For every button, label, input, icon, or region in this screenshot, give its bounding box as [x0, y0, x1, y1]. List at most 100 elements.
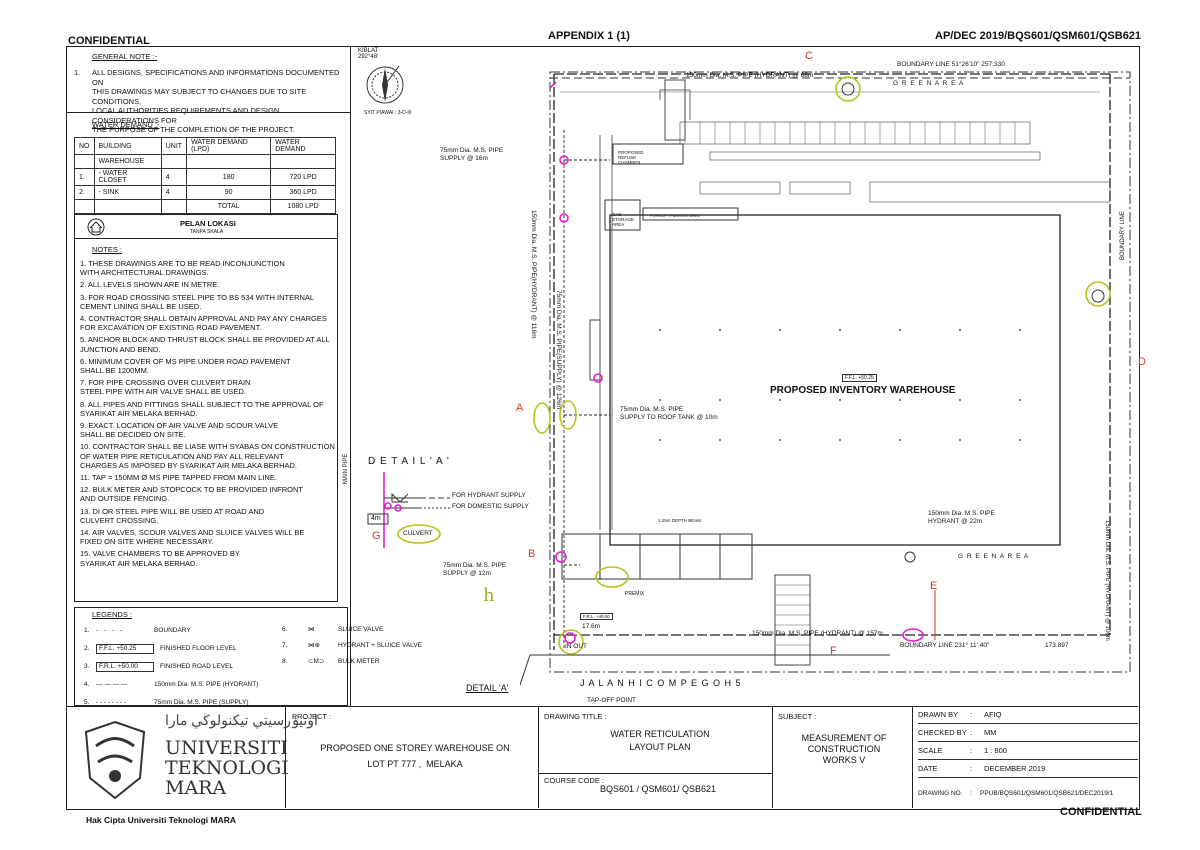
bottom-length: 173.897 [1045, 642, 1069, 649]
warehouse-ffl: F.F.L. +50.25 [842, 374, 877, 382]
water-demand-title: WATER DEMAND :- [92, 120, 160, 129]
divider [538, 773, 772, 774]
boundary-bottom-label: BOUNDARY LINE 231° 11' 40" [900, 642, 990, 649]
reference-code: AP/DEC 2019/BQS601/QSM601/QSB621 [935, 30, 1142, 42]
note-line: 12. BULK METER AND STOPCOCK TO BE PROVID… [80, 485, 303, 495]
title-block-col [285, 706, 286, 808]
note-line: SHALL BE 1200mm. [80, 366, 149, 376]
table-row: WAREHOUSE [74, 154, 336, 169]
note-line: FOR EXCAVATION OF EXISTING ROAD PAVEMENT… [80, 323, 262, 333]
subject-label: SUBJECT : [778, 712, 817, 721]
annotation-f: F [830, 645, 837, 657]
general-note-body: ALL DESIGNS, SPECIFICATIONS AND INFORMAT… [92, 68, 340, 134]
note-line: 5. ANCHOR BLOCK AND THRUST BLOCK SHALL B… [80, 335, 330, 345]
note-line: 3. FOR ROAD CROSSING STEEL PIPE TO BS 53… [80, 292, 315, 302]
note-line: JUNCTION AND BEND. [80, 344, 161, 354]
drawing-info: DRAWN BY:AFIQ CHECKED BY:MM SCALE:1 : 80… [918, 706, 1138, 808]
note-line: 11. TAP = 150mm Ø MS PIPE TAPPED FROM MA… [80, 473, 277, 483]
legends-title: LEGENDS : [92, 610, 133, 619]
refuse-chamber-label: PROPOSED REFUSE CHAMBER [618, 150, 644, 165]
dimension-17: 17.6m [582, 623, 601, 630]
detail-a-title: D E T A I L ' A ' [368, 456, 450, 467]
note-line: CEMENT LINING SHALL BE USED. [80, 301, 202, 311]
in-out-label: IN OUT [565, 643, 588, 650]
note-line: 8. ALL PIPES AND FITTINGS SHALL SUBJECT … [80, 399, 324, 409]
title-block-col [538, 706, 539, 808]
legends-box [74, 607, 348, 706]
hydrant-valve-icon: ⋈⊕ [308, 642, 320, 649]
annotation-a: A [516, 402, 524, 414]
right-pipe-label: 150mm Dia. M.S. PIPE (HYDRANT) @ 106m [1104, 520, 1110, 641]
title-block-col [912, 706, 913, 808]
pipe-top-label: 150mm Dia. M.S. PIPE (HYDRANT) @ 88m [686, 72, 814, 79]
left-pipe2-label: 75mm Dia. M.S. PIPE(SUPPLY) @ 126m [555, 290, 562, 410]
note-line: 2. ALL LEVELS SHOWN ARE IN METRE. [80, 280, 220, 290]
frl-label: F.R.L. +49.00 [580, 613, 613, 620]
premix-label: PREMIX [625, 591, 645, 597]
confidential-top: CONFIDENTIAL [68, 35, 150, 47]
note-line: 7. FOR PIPE CROSSING OVER CULVERT DRAIN [80, 378, 251, 388]
note-line: 4. CONTRACTOR SHALL OBTAIN APPROVAL AND … [80, 314, 327, 324]
course-code-label: COURSE CODE : [544, 776, 605, 785]
detail-main-pipe: MAIN PIPE [343, 453, 349, 484]
green-area-bottom: G R E E N A R E A [958, 553, 1030, 560]
subject-name: MEASUREMENT OF CONSTRUCTION WORKS V [801, 733, 887, 765]
annotation-e: E [930, 580, 938, 592]
general-note-number: 1. [74, 68, 81, 77]
detail-a-diagram [367, 472, 450, 548]
course-code: BQS601 / QSM601/ QSB621 [600, 784, 717, 794]
copyright: Hak Cipta Universiti Teknologi MARA [86, 815, 237, 825]
note-line: 14. AIR VALVES, SCOUR VALVES AND SLUICE … [80, 528, 305, 538]
drawing-title-label: DRAWING TITLE : [544, 712, 607, 721]
title-block-divider [66, 706, 1138, 707]
note-line: 15. VALVE CHAMBERS TO BE APPROVED BY [80, 549, 240, 559]
note-line: SHALL BE DECIDED ON SITE. [80, 430, 186, 440]
detail-a-reference: DETAIL 'A' [466, 683, 509, 693]
site-plan [520, 71, 1131, 686]
forklift-label: FORKLIFT PARKING AREA [650, 213, 700, 218]
roof-tank-label: 75mm Dia. M.S. PIPE SUPPLY TO ROOF TANK … [620, 406, 718, 421]
project-name: PROPOSED ONE STOREY WAREHOUSE ON LOT PT … [320, 743, 510, 769]
depth-beam-label: 1.25m DEPTH BEAM [658, 518, 702, 523]
notes-box [74, 214, 338, 602]
detail-domestic-label: FOR DOMESTIC SUPPLY [452, 503, 529, 510]
left-pipe-label: 150mm Dia. M.S. PIPE(HYDRANT) @ 116m [530, 210, 537, 339]
note-line: 13. DI OR STEEL PIPE WILL BE USED AT ROA… [80, 506, 265, 516]
drawing-title: WATER RETICULATION LAYOUT PLAN [610, 729, 710, 752]
note-line: SYARIKAT AIR MELAKA BERHAD. [80, 408, 198, 418]
note-line: CULVERT CROSSING. [80, 515, 159, 525]
note-line: FIXED ON SITE WHERE NECESSARY. [80, 537, 214, 547]
supply-12-label: 75mm Dia. M.S. PIPE SUPPLY @ 12m [443, 562, 507, 577]
appendix-label: APPENDIX 1 (1) [548, 30, 630, 42]
note-line: 9. EXACT. LOCATION OF AIR VALVE AND SCOU… [80, 421, 279, 431]
annotation-g: G [372, 530, 381, 542]
note-line: OF WATER PIPE RETICULATION AND PAY ALL R… [80, 451, 284, 461]
legends-right: 6.⋈SLUICE VALVE 7.⋈⊕HYDRANT + SLUICE VAL… [282, 626, 422, 665]
green-area-top: G R E E N A R E A [893, 80, 965, 87]
note-line: 10. CONTRACTOR SHALL BE LIASE WITH SYABA… [80, 442, 335, 452]
detail-hydrant-label: FOR HYDRANT SUPPLY [452, 492, 526, 499]
sluice-valve-icon: ⋈ [308, 626, 315, 633]
left-panel-divider [350, 46, 351, 706]
annotation-b: B [528, 548, 536, 560]
road-name: J A L A N H I C O M P E G O H 5 [580, 678, 742, 688]
gas-storage-label: GAS STORAGE AREA [612, 212, 634, 227]
note-line: CHARGES AS IMPOSED BY SYARIKAT AIR MELAK… [80, 460, 298, 470]
syit-piawai: SYIT PIAWAI : 3-D-III [364, 110, 412, 116]
notes-list: 1. THESE DRAWINGS ARE TO BE READ INCONJU… [80, 259, 338, 568]
compass-icon [366, 65, 404, 104]
hydrant-22-label: 150mm Dia. M.S. PIPE HYDRANT @ 22m [928, 510, 995, 525]
pipe-bottom-label: 150mm Dia. M.S. PIPE (HYDRANT) @ 157m [752, 630, 883, 637]
boundary-right-label: BOUNDARY LINE [1120, 211, 1126, 260]
location-house-icon [87, 218, 105, 236]
annotation-c: C [805, 50, 813, 62]
annotation-d: D [1138, 356, 1146, 368]
